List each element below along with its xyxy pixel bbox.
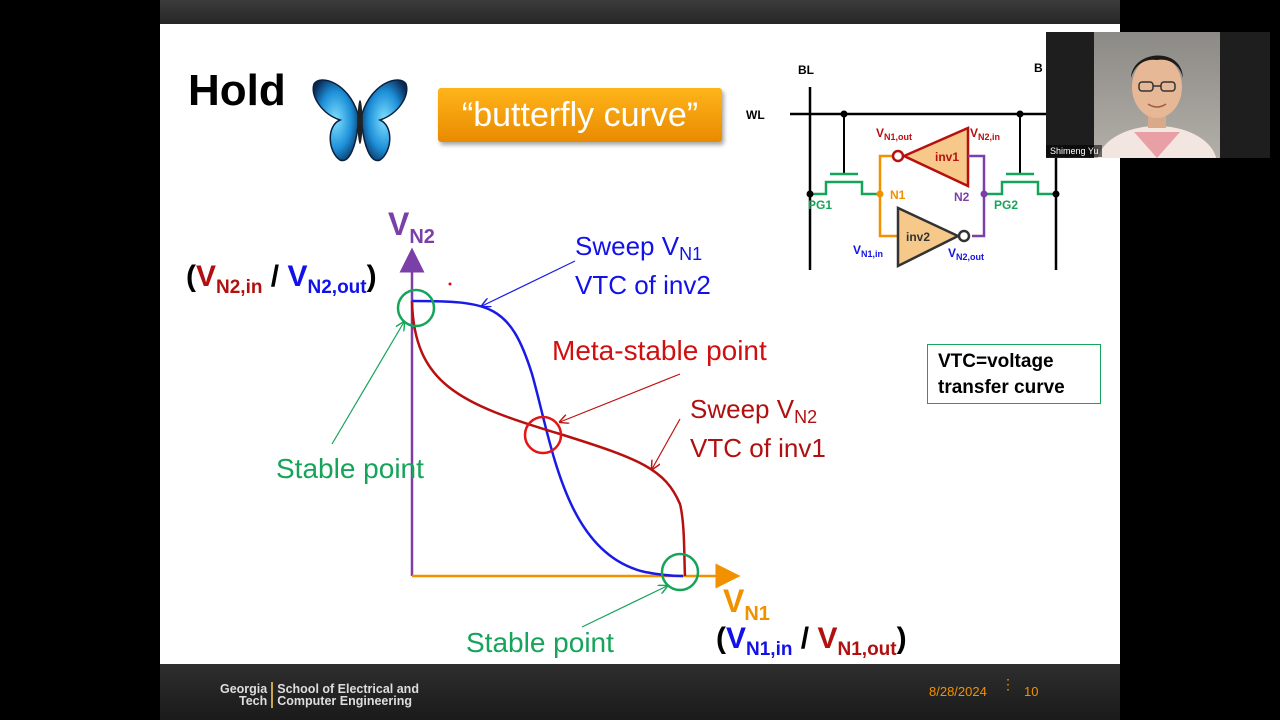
butterfly-curve-badge: “butterfly curve” bbox=[438, 88, 722, 142]
pg1-label: PG1 bbox=[808, 198, 833, 212]
y-pair-label: (VN2,in / VN2,out) bbox=[186, 260, 377, 298]
bl-label: BL bbox=[798, 63, 814, 77]
metastable-point-circle bbox=[523, 415, 563, 455]
metastable-label: Meta-stable point bbox=[552, 335, 767, 366]
pg2-label: PG2 bbox=[994, 198, 1019, 212]
vn1out-label: VN1,out bbox=[876, 126, 913, 142]
vtc-definition-box: VTC=voltage transfer curve bbox=[927, 344, 1101, 404]
slide-page-number: 10 bbox=[1024, 684, 1039, 699]
inv2-label: inv2 bbox=[906, 230, 931, 244]
n2-label: N2 bbox=[954, 190, 970, 204]
stable-point-label-left: Stable point bbox=[276, 453, 424, 484]
x-axis-label: VN1 bbox=[723, 583, 770, 625]
webcam-video bbox=[1094, 32, 1220, 158]
sweep-vn2-label: Sweep VN2 VTC of inv1 bbox=[690, 394, 826, 463]
sweep2-arrow bbox=[652, 418, 681, 469]
vn2in-label: VN2,in bbox=[970, 126, 1001, 142]
metastable-arrow bbox=[560, 373, 681, 422]
webcam-feed[interactable]: Shimeng Yu bbox=[1046, 32, 1270, 158]
slide-footer: Georgia Tech School of Electrical and Co… bbox=[160, 664, 1120, 720]
vn1in-label: VN1,in bbox=[853, 243, 884, 259]
vn2out-label: VN2,out bbox=[948, 246, 985, 262]
inv1-label: inv1 bbox=[935, 150, 960, 164]
school-line2: Computer Engineering bbox=[277, 694, 412, 708]
sweep-vn1-label: Sweep VN1 VTC of inv2 bbox=[575, 231, 711, 300]
slide-canvas: Hold “butterfly curve” bbox=[160, 24, 1120, 664]
sweep1-arrow bbox=[482, 260, 576, 306]
school-line1: School of Electrical and bbox=[277, 682, 419, 696]
wl-label: WL bbox=[746, 108, 765, 122]
stable-point-circle-bottom bbox=[660, 552, 700, 592]
vtc-inv1-curve bbox=[410, 300, 687, 577]
slide-date: 8/28/2024 bbox=[929, 684, 987, 699]
x-pair-label: (VN1,in / VN1,out) bbox=[716, 622, 907, 660]
butterfly-icon bbox=[312, 79, 408, 162]
stable-point-label-bottom: Stable point bbox=[466, 627, 614, 658]
stable-left-arrow bbox=[331, 322, 404, 445]
n1-label: N1 bbox=[890, 188, 906, 202]
stable-point-circle-top bbox=[396, 288, 436, 328]
slide-title: Hold bbox=[188, 66, 286, 115]
participant-name: Shimeng Yu bbox=[1046, 145, 1103, 157]
y-axis-label: VN2 bbox=[388, 206, 435, 248]
footer-separator: ⋮ bbox=[1001, 676, 1015, 692]
stable-bottom-arrow bbox=[581, 586, 667, 628]
georgia-tech-logo: Georgia Tech School of Electrical and Co… bbox=[220, 682, 419, 708]
butterfly-chart bbox=[331, 247, 741, 628]
top-toolbar bbox=[160, 0, 1120, 24]
blb-label: B bbox=[1034, 61, 1043, 75]
person-avatar bbox=[1097, 55, 1217, 158]
